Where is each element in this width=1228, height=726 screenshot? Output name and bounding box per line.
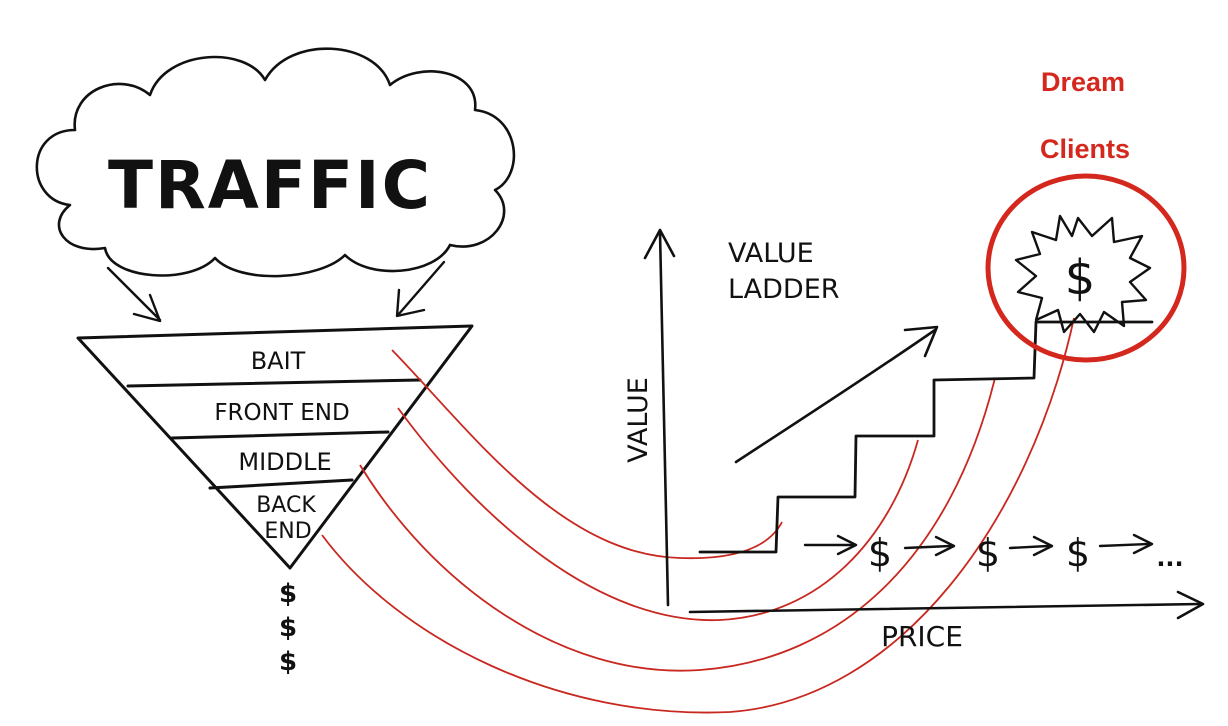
starburst-icon xyxy=(1014,214,1152,334)
y-axis-label: VALUE xyxy=(623,377,654,463)
funnel-output-dollar-2: $ xyxy=(279,613,297,643)
funnel-to-ladder-connectors xyxy=(321,317,1075,714)
x-axis-label: PRICE xyxy=(881,620,963,653)
funnel-stage-middle: MIDDLE xyxy=(238,448,331,476)
funnel-stage-back-end-line1: BACK xyxy=(256,493,316,518)
value-ladder-title-line1: VALUE xyxy=(728,238,814,269)
dream-clients: Dream Clients $ xyxy=(985,67,1187,363)
value-ladder-title-line2: LADDER xyxy=(728,274,840,305)
flow-dollar-2: $ xyxy=(976,531,1000,575)
flow-dollar-3: $ xyxy=(1066,531,1090,575)
traffic-label: TRAFFIC xyxy=(108,147,432,224)
funnel-output-dollar-1: $ xyxy=(279,579,297,609)
starburst-dollar: $ xyxy=(1065,250,1096,306)
ladder-steps xyxy=(698,320,1154,554)
flow-ellipsis: ... xyxy=(1156,544,1183,572)
traffic-arrows xyxy=(106,260,446,323)
traffic-cloud: TRAFFIC xyxy=(35,47,516,278)
dream-clients-circle xyxy=(985,173,1187,363)
funnel-stage-bait: BAIT xyxy=(251,347,306,375)
funnel-output-dollar-3: $ xyxy=(279,647,297,677)
funnel-stage-front-end: FRONT END xyxy=(214,400,349,426)
value-ladder: VALUE PRICE VALUE LADDER $ $ $ ... xyxy=(623,228,1205,653)
dream-clients-line1: Dream xyxy=(1041,67,1125,97)
funnel: BAIT FRONT END MIDDLE BACK END $ $ $ xyxy=(76,324,474,677)
funnel-stage-back-end-line2: END xyxy=(264,519,311,544)
flow-dollar-1: $ xyxy=(868,531,892,575)
dream-clients-line2: Clients xyxy=(1040,134,1130,164)
